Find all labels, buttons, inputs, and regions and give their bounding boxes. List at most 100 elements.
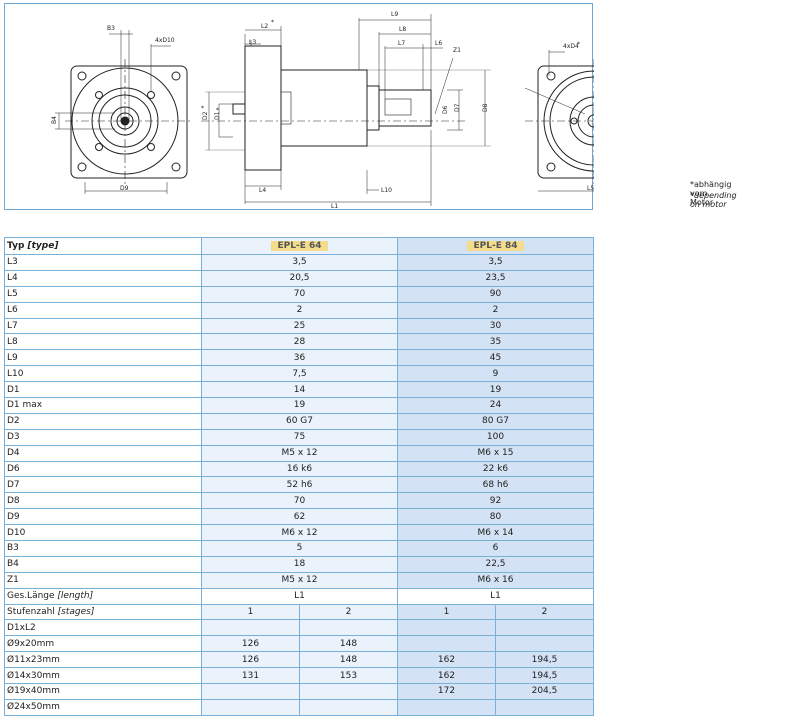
empty-cell xyxy=(201,619,300,637)
length-stage-2-b: 194,5 xyxy=(495,667,594,685)
value-epl-e-84: 90 xyxy=(397,285,594,303)
dim-d10: 4xD10 xyxy=(155,37,175,44)
value-epl-e-64: 7,5 xyxy=(201,365,398,383)
value-epl-e-64: 60 G7 xyxy=(201,412,398,430)
dim-d2: D2 xyxy=(202,111,209,120)
dim-l2-star: * xyxy=(271,19,274,26)
length-stage-2-a: 148 xyxy=(299,651,398,669)
value-epl-e-84: 6 xyxy=(397,540,594,557)
value-epl-e-64: 2 xyxy=(201,301,398,319)
technical-drawing: B3 4xD10 B4 D9 xyxy=(4,3,737,210)
value-epl-e-84: 3,5 xyxy=(397,254,594,271)
dim-l1: L1 xyxy=(331,203,338,210)
row-label: Ø9x20mm xyxy=(4,635,202,653)
value-epl-e-64: 18 xyxy=(201,555,398,573)
row-label: Ø11x23mm xyxy=(4,651,202,669)
value-epl-e-84: 80 G7 xyxy=(397,412,594,430)
empty-cell xyxy=(495,619,594,637)
stage-b2: 2 xyxy=(495,603,594,621)
length-stage-1-b: 172 xyxy=(397,683,496,700)
header-type-italic: [type] xyxy=(27,241,59,251)
table-header-row: Typ [type] EPL-E 64 EPL-E 84 xyxy=(4,237,594,255)
value-epl-e-64: 19 xyxy=(201,397,398,414)
value-epl-e-84: 23,5 xyxy=(397,269,594,287)
dxl-row: D1xL2 xyxy=(4,619,594,637)
value-epl-e-64: 16 k6 xyxy=(201,460,398,478)
row-label: L3 xyxy=(4,254,202,271)
length-stage-1-b: 162 xyxy=(397,667,496,685)
side-view xyxy=(201,14,491,206)
value-epl-e-64: 3,5 xyxy=(201,254,398,271)
dim-d4: 4xD4 xyxy=(563,43,579,50)
header-type-cell: Typ [type] xyxy=(4,237,202,255)
value-epl-e-64: 62 xyxy=(201,508,398,526)
front-view xyxy=(55,30,193,194)
value-epl-e-64: 75 xyxy=(201,428,398,446)
length-value-a: L1 xyxy=(201,587,398,605)
stage-a1: 1 xyxy=(201,603,300,621)
row-label: Ø24x50mm xyxy=(4,698,202,716)
table-row: Ø24x50mm xyxy=(4,698,594,716)
note-depending-motor-en: *depending on motor xyxy=(690,191,737,209)
row-label: L9 xyxy=(4,349,202,367)
length-stage-2-a: 148 xyxy=(299,635,398,653)
value-epl-e-84: 80 xyxy=(397,508,594,526)
row-label: D7 xyxy=(4,476,202,494)
dim-d9: D9 xyxy=(120,185,129,192)
value-epl-e-64: M6 x 12 xyxy=(201,524,398,542)
drawing-svg: B3 4xD10 B4 D9 xyxy=(51,11,594,210)
header-col-b-label: EPL-E 84 xyxy=(467,241,524,251)
header-col-a: EPL-E 64 xyxy=(201,237,398,255)
row-label: B3 xyxy=(4,540,202,557)
row-label: D6 xyxy=(4,460,202,478)
value-epl-e-64: 70 xyxy=(201,492,398,510)
dim-d6: D6 xyxy=(442,105,449,114)
row-label: L6 xyxy=(4,301,202,319)
row-label: L4 xyxy=(4,269,202,287)
dim-l7: L7 xyxy=(398,40,405,47)
value-epl-e-64: M5 x 12 xyxy=(201,444,398,462)
dim-l6: L6 xyxy=(435,40,442,47)
row-label: B4 xyxy=(4,555,202,573)
length-stage-1-a xyxy=(201,683,300,700)
row-label: D1 xyxy=(4,381,202,399)
row-label: Ø19x40mm xyxy=(4,683,202,700)
value-epl-e-64: 20,5 xyxy=(201,269,398,287)
length-stage-2-b xyxy=(495,698,594,716)
length-label-italic: [length] xyxy=(57,591,94,602)
value-epl-e-84: 22,5 xyxy=(397,555,594,573)
value-epl-e-84: 68 h6 xyxy=(397,476,594,494)
value-epl-e-64: 70 xyxy=(201,285,398,303)
stage-a2: 2 xyxy=(299,603,398,621)
note-depending-motor-de: *abhängig vom Motor xyxy=(690,180,732,207)
length-stage-1-b xyxy=(397,635,496,653)
dim-d7: D7 xyxy=(454,103,461,112)
header-type-label: Typ xyxy=(7,241,28,251)
row-label: L5 xyxy=(4,285,202,303)
row-label: D8 xyxy=(4,492,202,510)
row-label: D1 max xyxy=(4,397,202,414)
row-label: D2 xyxy=(4,412,202,430)
value-epl-e-84: 45 xyxy=(397,349,594,367)
dim-z1: Z1 xyxy=(453,47,461,54)
value-epl-e-84: 100 xyxy=(397,428,594,446)
value-epl-e-84: M6 x 14 xyxy=(397,524,594,542)
dim-l10: L10 xyxy=(381,187,392,194)
length-stage-2-a: 153 xyxy=(299,667,398,685)
value-epl-e-84: 9 xyxy=(397,365,594,383)
